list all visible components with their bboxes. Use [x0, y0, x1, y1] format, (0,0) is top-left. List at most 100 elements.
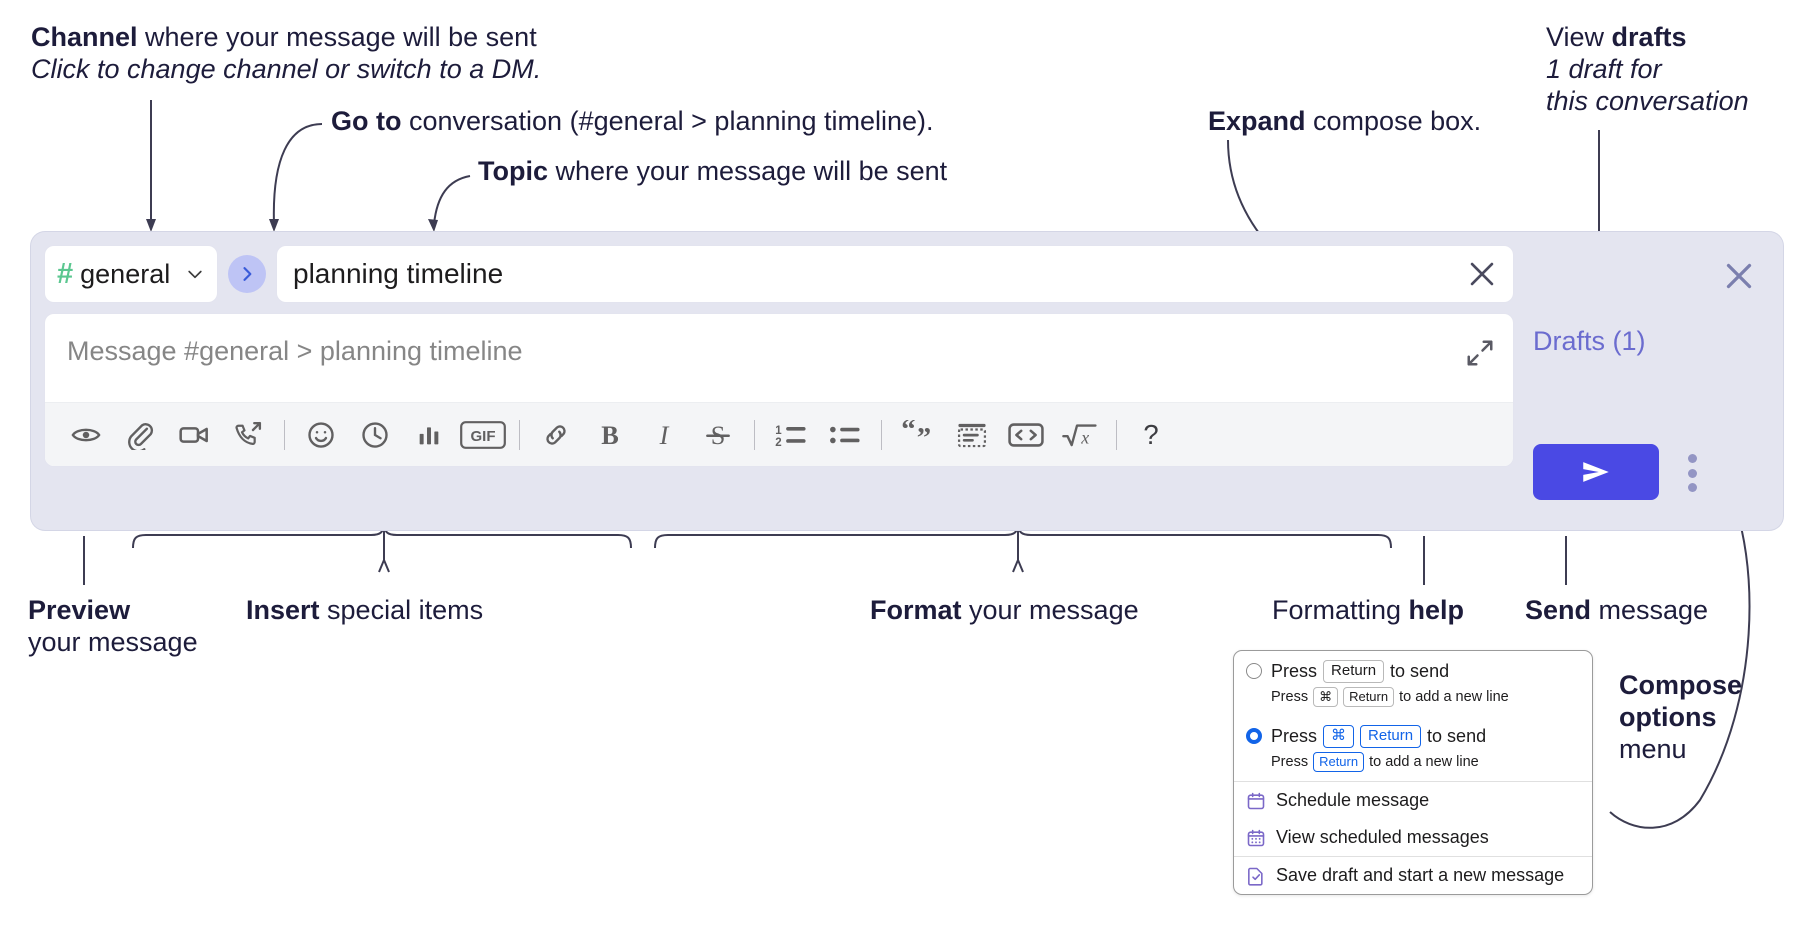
- phone-huddle-icon: [235, 421, 262, 445]
- opt1-sub-key-return: Return: [1343, 686, 1395, 707]
- link-icon: [546, 424, 566, 445]
- code-button[interactable]: [999, 411, 1053, 459]
- opt2-sub-pre: Press: [1271, 753, 1309, 770]
- video-camera-icon: [179, 426, 208, 443]
- clear-topic-icon[interactable]: [1465, 257, 1499, 291]
- ordered-list-icon: 1 2: [775, 424, 806, 448]
- annotation-topic-rest: where your message will be sent: [548, 156, 948, 186]
- poll-button[interactable]: [402, 411, 456, 459]
- menu-item-view-scheduled-label: View scheduled messages: [1276, 827, 1489, 847]
- opt2-key-return: Return: [1360, 725, 1422, 748]
- annotation-topic-bold: Topic: [478, 156, 548, 186]
- annotation-goto-rest: conversation (#general > planning timeli…: [401, 106, 934, 136]
- send-option-cmd-return[interactable]: Press ⌘ Return to send: [1234, 716, 1592, 750]
- topic-field[interactable]: planning timeline: [277, 246, 1513, 302]
- annotation-compose-bold2: options: [1619, 701, 1717, 732]
- annotation-format: Format your message: [870, 595, 1139, 627]
- toolbar-divider-2: [519, 419, 520, 450]
- drafts-link[interactable]: Drafts (1): [1533, 326, 1646, 356]
- message-input[interactable]: Message #general > planning timeline: [45, 314, 1513, 402]
- gif-icon: GIF: [460, 420, 506, 449]
- svg-text:I: I: [659, 420, 670, 449]
- audio-clip-button[interactable]: [221, 411, 275, 459]
- annotation-help-pre: Formatting: [1272, 595, 1409, 625]
- opt2-pre: Press: [1271, 725, 1318, 746]
- bold-button[interactable]: B: [583, 411, 637, 459]
- opt1-sub-post: to add a new line: [1399, 688, 1509, 705]
- menu-item-view-scheduled[interactable]: View scheduled messages: [1234, 819, 1592, 856]
- kebab-dot-3: [1687, 483, 1697, 492]
- annotation-expand-bold: Expand: [1208, 106, 1306, 136]
- attach-file-button[interactable]: [113, 411, 167, 459]
- math-sqrt-icon: x: [1062, 423, 1097, 447]
- close-compose-button[interactable]: [1721, 258, 1757, 294]
- annotation-goto: Go to conversation (#general > planning …: [331, 106, 934, 138]
- toolbar-divider-4: [881, 419, 882, 450]
- math-button[interactable]: x: [1053, 411, 1107, 459]
- link-button[interactable]: [529, 411, 583, 459]
- svg-text:?: ?: [1143, 420, 1158, 450]
- svg-text:B: B: [601, 420, 619, 449]
- video-clip-button[interactable]: [167, 411, 221, 459]
- ordered-list-button[interactable]: 1 2: [764, 411, 818, 459]
- annotation-channel: Channel where your message will be sent …: [31, 22, 541, 86]
- emoji-button[interactable]: [294, 411, 348, 459]
- opt1-sub-key-cmd: ⌘: [1313, 686, 1339, 707]
- strikethrough-button[interactable]: S: [691, 411, 745, 459]
- calendar-icon: [1246, 791, 1266, 811]
- channel-name-label: general: [80, 258, 171, 289]
- send-option-return[interactable]: Press Return to send: [1234, 651, 1592, 685]
- svg-text:2: 2: [775, 436, 781, 448]
- bulleted-list-button[interactable]: [818, 411, 872, 459]
- blockquote-icon: “ ”: [901, 420, 931, 450]
- help-icon: ?: [1143, 420, 1158, 450]
- annotation-topic: Topic where your message will be sent: [478, 156, 947, 188]
- annotation-insert: Insert special items: [246, 595, 483, 627]
- chevron-down-icon: [188, 270, 202, 279]
- menu-item-schedule-message[interactable]: Schedule message: [1234, 782, 1592, 819]
- menu-divider-2: [1234, 856, 1592, 857]
- chevron-right-icon: [243, 267, 252, 281]
- goto-conversation-button[interactable]: [228, 255, 266, 293]
- svg-text:1: 1: [775, 424, 782, 436]
- blockquote-button[interactable]: “ ”: [891, 411, 945, 459]
- opt2-post: to send: [1427, 725, 1487, 746]
- annotation-send: Send message: [1525, 595, 1708, 627]
- radio-cmd-return[interactable]: [1246, 728, 1262, 744]
- annotation-preview-bold: Preview: [28, 595, 131, 625]
- expand-compose-button[interactable]: [1465, 338, 1495, 368]
- menu-divider-1: [1234, 781, 1592, 782]
- annotation-drafts-pre: View: [1546, 22, 1612, 52]
- annotation-send-bold: Send: [1525, 595, 1592, 625]
- send-option-return-line: Press Return to send: [1271, 660, 1449, 683]
- radio-return[interactable]: [1246, 663, 1262, 679]
- compose-options-menu-button[interactable]: [1681, 450, 1703, 496]
- annotation-help-bold: help: [1408, 595, 1465, 625]
- annotation-compose-rest: menu: [1619, 733, 1687, 764]
- calendar-grid-icon: [1246, 828, 1266, 848]
- schedule-send-button[interactable]: [348, 411, 402, 459]
- emoji-icon: [308, 421, 334, 448]
- toolbar-divider-5: [1116, 419, 1117, 450]
- send-message-button[interactable]: [1533, 444, 1659, 500]
- annotation-format-rest: your message: [961, 595, 1139, 625]
- menu-item-save-draft-label: Save draft and start a new message: [1276, 865, 1565, 885]
- annotation-insert-rest: special items: [319, 595, 484, 625]
- channel-selector[interactable]: # general: [45, 246, 217, 302]
- svg-text:GIF: GIF: [471, 428, 496, 445]
- code-block-button[interactable]: [945, 411, 999, 459]
- preview-message-button[interactable]: [59, 411, 113, 459]
- send-paper-plane-icon: [1583, 462, 1609, 482]
- close-icon: [1726, 263, 1752, 289]
- context-row: # general planning timeline: [45, 246, 1513, 302]
- menu-item-save-draft[interactable]: Save draft and start a new message: [1234, 857, 1592, 894]
- italic-button[interactable]: I: [637, 411, 691, 459]
- paperclip-icon: [128, 422, 154, 450]
- annotation-drafts: View drafts 1 draft for this conversatio…: [1546, 22, 1749, 118]
- opt1-pre: Press: [1271, 660, 1318, 681]
- hash-icon: #: [57, 257, 74, 290]
- gif-button[interactable]: GIF: [456, 411, 510, 459]
- expand-arrows-icon: [1467, 340, 1493, 366]
- strikethrough-icon: S: [706, 420, 730, 449]
- formatting-help-button[interactable]: ?: [1126, 411, 1176, 459]
